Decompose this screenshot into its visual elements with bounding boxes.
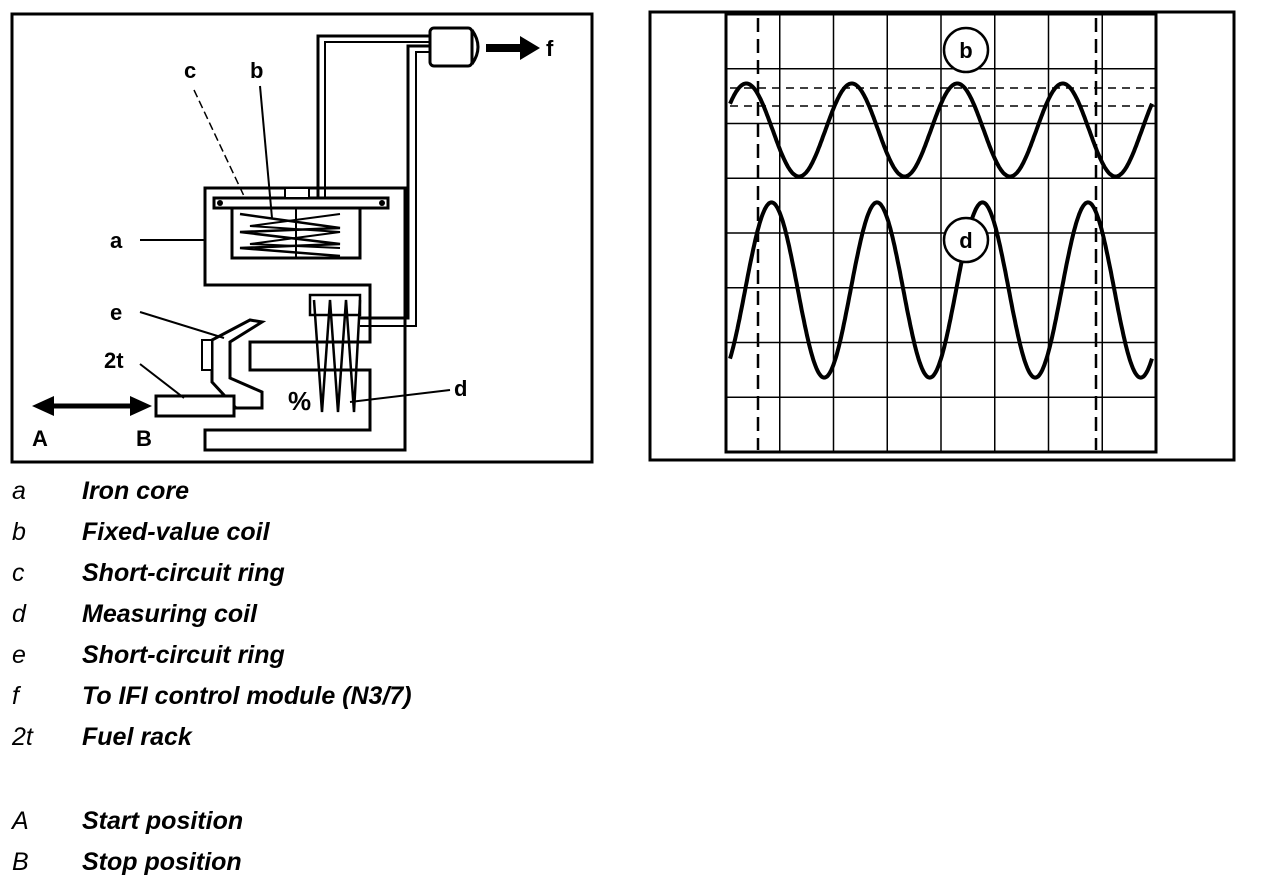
wire-measuring-coil <box>360 44 430 320</box>
travel-arrow-right-head <box>130 396 152 416</box>
legend-text: Fixed-value coil <box>82 518 270 546</box>
ring-c-rivet-left <box>217 200 223 206</box>
oscilloscope-panel: b d <box>648 10 1236 462</box>
trace-b-waveform <box>728 81 1154 179</box>
leader-e <box>139 311 225 339</box>
trace-b-label: b <box>959 38 972 63</box>
wire-fixed-coil <box>316 34 430 198</box>
legend-key: d <box>12 600 26 628</box>
callout-b: b <box>250 58 263 83</box>
wire-measuring-coil-inner <box>360 51 430 327</box>
callout-d: d <box>454 376 467 401</box>
callout-e: e <box>110 300 122 325</box>
legend-text: Short-circuit ring <box>82 641 285 669</box>
iron-core-yoke <box>203 186 407 452</box>
legend-text: Measuring coil <box>82 600 258 628</box>
measuring-coil-frame <box>308 293 362 317</box>
legend-key: B <box>12 848 29 876</box>
callout-c: c <box>184 58 196 83</box>
legend-text: Iron core <box>82 477 189 505</box>
legend-key: e <box>12 641 26 669</box>
legend-text: Start position <box>82 807 244 835</box>
sensor-schematic-panel: c b a e 2t d f A B % <box>10 12 594 464</box>
leader-c <box>193 89 245 197</box>
leader-d <box>349 389 451 403</box>
percent-symbol: % <box>288 386 311 416</box>
fixed-value-coil-b-back <box>249 213 341 249</box>
leader-2t <box>139 363 185 399</box>
legend-key: c <box>12 559 25 587</box>
connector-plug <box>428 26 474 68</box>
callout-f: f <box>546 36 554 61</box>
measuring-coil-d <box>312 299 362 413</box>
scope-frame <box>648 10 1236 462</box>
sensor-frame <box>10 12 594 464</box>
scope-grid <box>726 14 1156 452</box>
trace-d-waveform <box>728 200 1154 380</box>
wire-fixed-coil-inner <box>324 41 430 198</box>
ring-c-rivet-right <box>379 200 385 206</box>
trace-b-label-circle <box>942 26 990 74</box>
short-circuit-ring-c <box>212 196 390 210</box>
ring-c-tab <box>284 187 310 199</box>
legend-key: A <box>12 807 29 835</box>
output-arrow-f <box>486 36 540 60</box>
trace-d-label: d <box>959 228 972 253</box>
travel-arrow-left-head <box>32 396 54 416</box>
callout-start: A <box>32 426 48 451</box>
leader-b <box>259 85 273 219</box>
callout-a: a <box>110 228 123 253</box>
legend-key: 2t <box>12 723 33 751</box>
legend-key: b <box>12 518 26 546</box>
fuel-rack <box>154 394 236 418</box>
connector-cable-end <box>470 29 480 65</box>
trace-d-label-circle <box>942 216 990 264</box>
ring-e-plate <box>201 339 213 371</box>
legend-text: Fuel rack <box>82 723 192 751</box>
callout-2t: 2t <box>104 348 124 373</box>
legend-text: Stop position <box>82 848 242 876</box>
legend-key: a <box>12 477 26 505</box>
callout-stop: B <box>136 426 152 451</box>
legend-key: f <box>12 682 19 710</box>
legend-text: Short-circuit ring <box>82 559 285 587</box>
legend-text: To IFI control module (N3/7) <box>82 682 412 710</box>
